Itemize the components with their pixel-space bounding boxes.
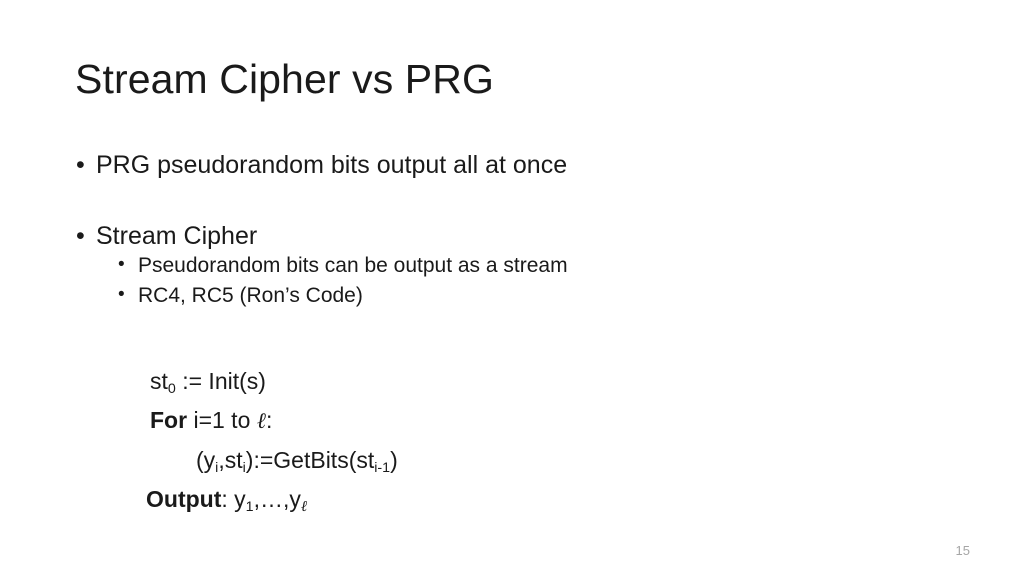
pseudocode-for-tail: : bbox=[265, 407, 273, 434]
bullet-dot-icon: • bbox=[118, 284, 125, 306]
pseudocode-for-keyword: For bbox=[150, 407, 188, 434]
list-item-label: Pseudorandom bits can be output as a str… bbox=[138, 254, 568, 277]
pseudocode-getbits-sub-i3: i-1 bbox=[374, 459, 391, 476]
pseudocode-getbits-sub-i1: i bbox=[215, 459, 219, 476]
list-item: • Pseudorandom bits can be output as a s… bbox=[70, 251, 950, 281]
script-ell-symbol: ℓ bbox=[300, 496, 308, 515]
list-item: • Stream Cipher bbox=[70, 221, 950, 252]
pseudocode-for-rest: i=1 to bbox=[187, 407, 257, 434]
pseudocode-line-getbits: (yi,sti):=GetBits(sti-1) bbox=[146, 441, 398, 480]
pseudocode-output-sub-ell: ℓ bbox=[300, 496, 308, 515]
pseudocode-output-mid: ,…,y bbox=[253, 485, 301, 512]
list-item: • RC4, RC5 (Ron’s Code) bbox=[70, 281, 950, 311]
pseudocode-getbits-sub-i2: i bbox=[242, 459, 246, 476]
bullet-dot-icon: • bbox=[118, 254, 125, 275]
pseudocode-output-sub-1: 1 bbox=[245, 498, 254, 515]
pseudocode-init-rest: := Init(s) bbox=[175, 368, 266, 394]
pseudocode-getbits-mid2: ):=GetBits(st bbox=[245, 446, 375, 473]
bullet-dot-icon: • bbox=[76, 151, 85, 179]
script-ell-symbol: ℓ bbox=[256, 409, 266, 435]
bullet-dot-icon: • bbox=[76, 221, 85, 250]
list-item-label: PRG pseudorandom bits output all at once bbox=[96, 151, 568, 179]
spacer bbox=[70, 181, 950, 221]
pseudocode-block: st0 := Init(s) For i=1 to ℓ: (yi,sti):=G… bbox=[146, 362, 398, 519]
pseudocode-line-output: Output: y1,…,yℓ bbox=[146, 480, 398, 519]
pseudocode-getbits-open: (y bbox=[196, 446, 216, 473]
page-title: Stream Cipher vs PRG bbox=[75, 56, 494, 102]
content-body: • PRG pseudorandom bits output all at on… bbox=[70, 150, 950, 311]
pseudocode-output-sep: : y bbox=[221, 485, 246, 512]
list-item-label: Stream Cipher bbox=[96, 221, 258, 250]
pseudocode-output-keyword: Output bbox=[146, 485, 222, 512]
pseudocode-line-for: For i=1 to ℓ: bbox=[146, 401, 398, 441]
list-item: • PRG pseudorandom bits output all at on… bbox=[70, 150, 950, 181]
pseudocode-getbits-close: ) bbox=[390, 446, 398, 473]
pseudocode-init-prefix: st bbox=[150, 368, 168, 394]
pseudocode-getbits-mid1: ,st bbox=[218, 446, 243, 473]
slide-number: 15 bbox=[955, 543, 970, 558]
pseudocode-line-init: st0 := Init(s) bbox=[146, 362, 398, 401]
list-item-label: RC4, RC5 (Ron’s Code) bbox=[138, 284, 363, 308]
pseudocode-init-subscript: 0 bbox=[167, 381, 176, 398]
